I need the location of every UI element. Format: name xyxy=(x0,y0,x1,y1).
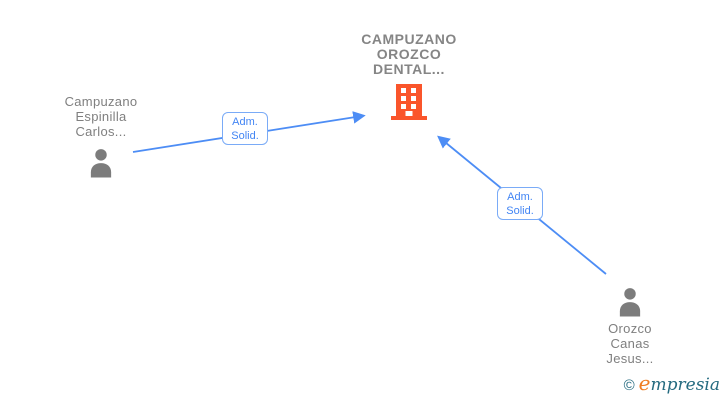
brand-logo[interactable]: © empresia xyxy=(624,371,720,395)
edge-label-left-line2: Solid. xyxy=(231,130,259,142)
person-left-line1: Campuzano xyxy=(64,94,138,109)
person-node-right[interactable]: Orozco Canas Jesus... xyxy=(550,283,710,366)
company-node[interactable]: CAMPUZANO OROZCO DENTAL... xyxy=(328,32,490,120)
person-name-right: Orozco Canas Jesus... xyxy=(606,321,653,366)
person-icon xyxy=(90,149,112,178)
person-left-line2: Espinilla xyxy=(75,109,127,124)
company-name-line2: OROZCO xyxy=(376,46,442,62)
edge-label-left[interactable]: Adm. Solid. xyxy=(222,112,268,145)
person-node-left[interactable]: Campuzano Espinilla Carlos... xyxy=(21,94,181,179)
brand-rest: mpresia xyxy=(650,375,721,395)
person-icon xyxy=(619,288,641,317)
company-name-line1: CAMPUZANO xyxy=(361,31,457,47)
building-icon xyxy=(391,84,427,120)
edge-label-right-line1: Adm. xyxy=(507,191,533,203)
copyright-icon: © xyxy=(623,377,635,394)
edge-label-left-line1: Adm. xyxy=(232,116,258,128)
edge-label-right-line2: Solid. xyxy=(506,205,534,217)
brand-name: empresia xyxy=(639,371,720,395)
edge-label-right[interactable]: Adm. Solid. xyxy=(497,187,543,220)
person-right-line1: Orozco xyxy=(608,321,652,336)
company-name: CAMPUZANO OROZCO DENTAL... xyxy=(361,32,457,77)
person-right-line3: Jesus... xyxy=(606,351,654,366)
person-name-left: Campuzano Espinilla Carlos... xyxy=(65,94,138,139)
person-left-line3: Carlos... xyxy=(75,124,127,139)
company-name-line3: DENTAL... xyxy=(373,61,445,77)
person-right-line2: Canas xyxy=(610,336,650,351)
brand-initial: e xyxy=(638,371,651,395)
